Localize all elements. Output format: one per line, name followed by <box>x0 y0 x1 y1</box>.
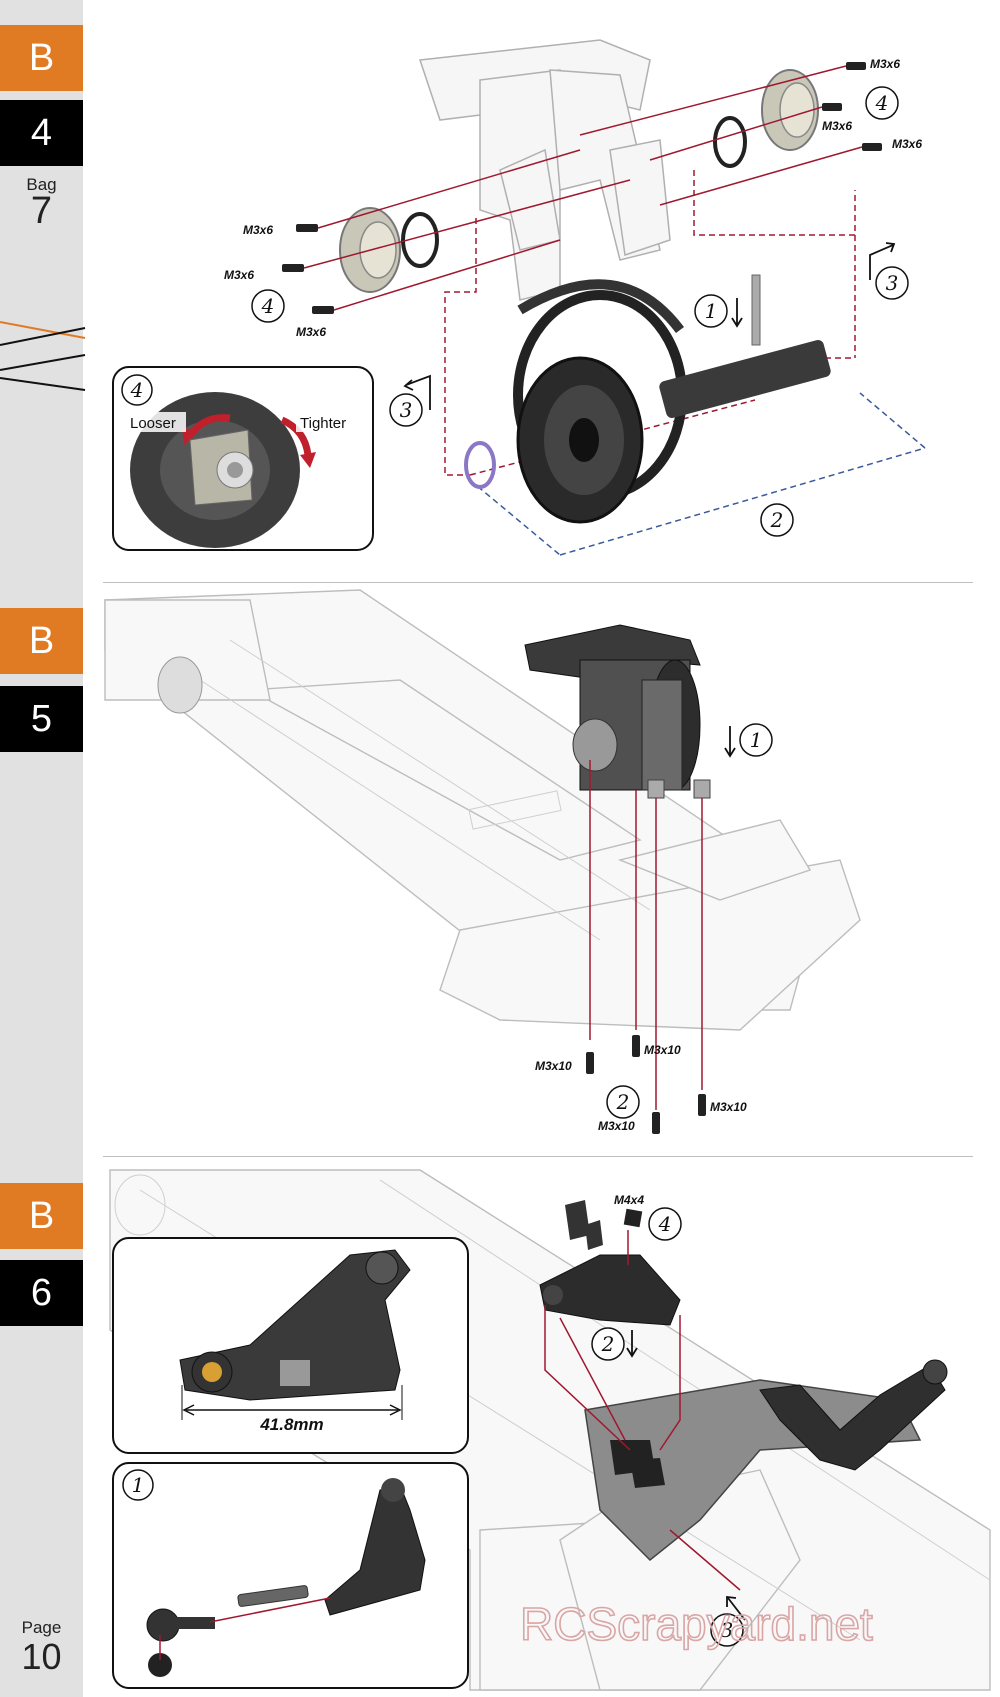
inset-step-number: 4 <box>130 378 144 402</box>
step-number: 3 <box>400 398 413 422</box>
step-letter-badge: B <box>0 608 83 674</box>
tighter-label: Tighter <box>300 415 346 432</box>
step-number: 2 <box>601 1332 615 1356</box>
screw-label: M3x6 <box>224 268 254 282</box>
looser-label: Looser <box>130 415 176 432</box>
screw-label: M3x6 <box>822 119 852 133</box>
step-number: 2 <box>616 1090 630 1114</box>
linkage-inset <box>112 1462 469 1689</box>
step-number: 4 <box>261 294 275 318</box>
step-b6-illustration: M4x4 2 3 4 41.8mm <box>109 1169 991 1691</box>
screw-label: M3x6 <box>243 223 273 237</box>
decorative-lines <box>0 321 86 391</box>
step-number-badge: 5 <box>0 686 83 752</box>
screw <box>586 1035 706 1134</box>
screw-label: M3x6 <box>892 137 922 151</box>
sidebar: B 4 Bag 7 B 5 B 6 Page 10 <box>0 0 83 1697</box>
page-number: 10 <box>21 1636 62 1677</box>
spur-pulley <box>513 274 831 524</box>
watermark: RCScrapyard.net <box>520 1598 873 1650</box>
bag-number: 7 <box>30 190 53 232</box>
servo-saver-parts <box>539 1200 681 1488</box>
step-letter-badge: B <box>0 1183 83 1249</box>
step-number: 1 <box>750 728 763 752</box>
step-number: 4 <box>658 1212 672 1236</box>
step-number: 1 <box>705 299 718 323</box>
step-b5-illustration: M3x10 M3x10 M3x10 M3x10 1 2 <box>104 589 861 1134</box>
screw-label: M3x10 <box>598 1119 635 1133</box>
measurement-inset <box>112 1237 469 1454</box>
screw-label: M3x6 <box>296 325 326 339</box>
step-number-badge: 4 <box>0 100 83 166</box>
gearbox-assembly <box>524 624 711 799</box>
screw-label: M4x4 <box>614 1193 644 1207</box>
adjustment-inset <box>112 366 374 551</box>
bag-label: Bag <box>26 175 57 194</box>
measurement-label: 41.8mm <box>259 1415 323 1434</box>
screw-label: M3x6 <box>870 57 900 71</box>
step-number: 4 <box>875 91 889 115</box>
screw <box>282 62 882 314</box>
step-number: 2 <box>770 508 784 532</box>
step-number: 3 <box>886 271 899 295</box>
step-number-badge: 6 <box>0 1260 83 1326</box>
page-label: Page <box>21 1618 62 1637</box>
step-number: 3 <box>721 1618 734 1642</box>
screw-label: M3x10 <box>535 1059 572 1073</box>
section-divider <box>103 1156 973 1157</box>
step-letter-badge: B <box>0 25 83 91</box>
screw-label: M3x10 <box>710 1100 747 1114</box>
step-b4-illustration: M3x6 M3x6 M3x6 M3x6 M3x6 M3x6 1 2 3 3 4 … <box>112 39 926 556</box>
inset-step-number: 1 <box>132 1473 145 1497</box>
o-ring <box>464 441 496 489</box>
screw-label: M3x10 <box>644 1043 681 1057</box>
section-divider <box>103 582 973 583</box>
